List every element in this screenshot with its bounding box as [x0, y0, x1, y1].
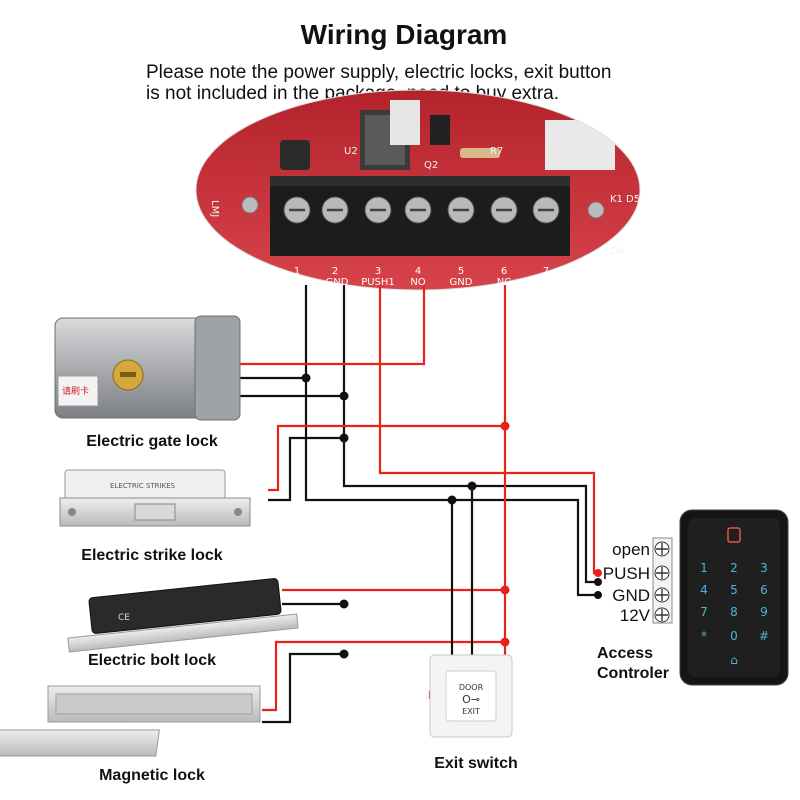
- bolt-lock-mark: CE: [118, 613, 130, 623]
- terminal-number: 5: [458, 266, 464, 277]
- terminal-number: 2: [332, 266, 338, 277]
- exit-switch-image: DOOR O⊸ EXIT: [429, 654, 513, 738]
- electric-gate-lock-image: 请刷卡: [54, 315, 241, 421]
- keypad-key: 7: [700, 605, 708, 619]
- terminal-name: GND: [450, 277, 473, 288]
- terminal-name: NC: [497, 277, 511, 288]
- electric-bolt-lock-image: CE: [67, 578, 299, 653]
- terminal-name: +12V: [283, 277, 311, 288]
- ac-terminal-cross-icon: [656, 589, 668, 601]
- access-controller-keypad: 1 2 3 4 5 6 7 8 9 * 0 # ⌂: [679, 509, 789, 686]
- access-controller-label-line1: Access: [597, 645, 653, 662]
- board-mark-r7: R7: [490, 146, 503, 157]
- exit-switch-bottom-text: EXIT: [462, 707, 480, 716]
- junction-dots: [301, 373, 602, 659]
- terminal-number: 6: [501, 266, 507, 277]
- keypad-key: #: [759, 629, 769, 643]
- keypad-key: 1: [700, 561, 708, 575]
- doorbell-icon: ⌂: [730, 653, 738, 667]
- strike-lock-print: ELECTRIC STRIKES: [110, 482, 176, 490]
- access-controller-label-line2: Controler: [597, 665, 669, 682]
- board-mark-q2: Q2: [424, 160, 438, 171]
- board-mark-d5: D5: [626, 194, 640, 205]
- terminal-number: 1: [294, 266, 300, 277]
- keypad-key: 3: [760, 561, 768, 575]
- keypad-key: 6: [760, 583, 768, 597]
- electric-strike-lock-label: Electric strike lock: [81, 547, 223, 564]
- control-board: [196, 90, 640, 290]
- keypad-key: 9: [760, 605, 768, 619]
- exit-switch-label: Exit switch: [434, 755, 518, 772]
- exit-switch-top-text: DOOR: [459, 683, 484, 692]
- board-mark-d8: D8: [610, 246, 624, 257]
- ac-terminal-label: open: [612, 540, 650, 559]
- terminal-number: 3: [375, 266, 381, 277]
- terminal-name: PUSH2: [529, 277, 563, 288]
- ac-terminal-label: GND: [612, 586, 650, 605]
- board-mark-k1: K1: [610, 194, 623, 205]
- magnetic-lock-label: Magnetic lock: [99, 767, 205, 784]
- gate-lock-sticker: 请刷卡: [62, 385, 89, 397]
- keypad-key: 8: [730, 605, 738, 619]
- terminal-name: PUSH1: [361, 277, 395, 288]
- terminal-name: NO: [410, 277, 425, 288]
- wires: [236, 285, 600, 724]
- keypad-key: 0: [730, 629, 738, 643]
- ac-terminal-cross-icon: [656, 567, 668, 579]
- note-line-1: Please note the power supply, electric l…: [146, 62, 611, 83]
- magnetic-lock-image: [0, 685, 261, 757]
- keypad-key: 2: [730, 561, 738, 575]
- keypad-key: 5: [730, 583, 738, 597]
- electric-bolt-lock-label: Electric bolt lock: [88, 652, 216, 669]
- electric-strike-lock-image: ELECTRIC STRIKES: [59, 469, 251, 527]
- electric-gate-lock-label: Electric gate lock: [86, 433, 218, 450]
- ac-terminal-cross-icon: [656, 609, 668, 621]
- terminal-name: -GND: [322, 277, 349, 288]
- key-glyph-icon: O⊸: [462, 693, 480, 706]
- board-mark-u2: U2: [344, 146, 358, 157]
- ac-terminal-label: 12V: [620, 606, 651, 625]
- diagram-title: Wiring Diagram: [301, 19, 508, 50]
- keypad-key: 4: [700, 583, 708, 597]
- board-brand: LMJ: [209, 200, 220, 217]
- terminal-number: 7: [543, 266, 549, 277]
- keypad-key: *: [701, 629, 707, 643]
- ac-terminal-cross-icon: [656, 543, 668, 555]
- terminal-number: 4: [415, 266, 421, 277]
- ac-terminal-label: PUSH: [603, 564, 650, 583]
